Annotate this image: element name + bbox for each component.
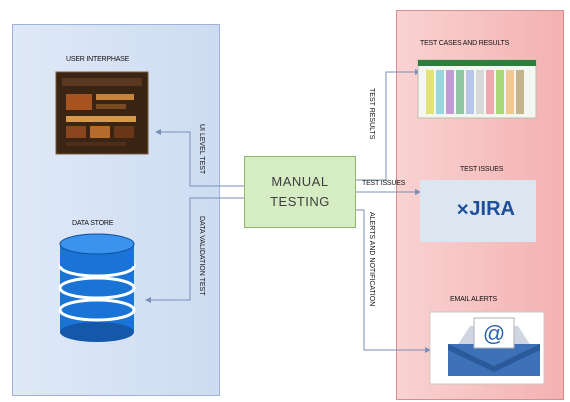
ui-label: USER INTERPHASE xyxy=(66,56,130,63)
email-alerts-label: EMAIL ALERTS xyxy=(450,296,498,303)
data-test-label: DATA VALIDATION TEST xyxy=(198,216,205,296)
manual-testing-box: MANUAL TESTING xyxy=(244,156,356,228)
test-cases-label: TEST CASES AND RESULTS xyxy=(420,40,510,47)
data-test-connector xyxy=(145,197,244,303)
ui-test-label: UI LEVEL TEST xyxy=(198,124,205,175)
jira-image xyxy=(420,180,536,242)
center-line-1: MANUAL xyxy=(271,174,329,189)
database-icon xyxy=(58,233,136,342)
test-issues-label: TEST ISSUES xyxy=(460,166,504,173)
ui-test-connector xyxy=(155,129,244,187)
jira-logo: ✕JIRA xyxy=(456,198,515,221)
results-connector xyxy=(356,69,421,181)
jira-text: JIRA xyxy=(469,198,515,220)
alerts-connector xyxy=(356,209,431,353)
results-label: TEST RESULTS xyxy=(368,88,375,140)
alerts-label: ALERTS AND NOTIFICATION xyxy=(368,212,375,307)
jira-x-icon: ✕ xyxy=(456,202,470,219)
svg-text:@: @ xyxy=(483,321,505,346)
issues-connector-label: TEST ISSUES xyxy=(362,180,406,187)
center-line-2: TESTING xyxy=(270,194,330,209)
data-store-label: DATA STORE xyxy=(72,220,114,227)
ui-screenshot-image xyxy=(55,71,149,155)
email-envelope-icon: @ xyxy=(429,311,545,385)
spreadsheet-image xyxy=(417,59,537,119)
